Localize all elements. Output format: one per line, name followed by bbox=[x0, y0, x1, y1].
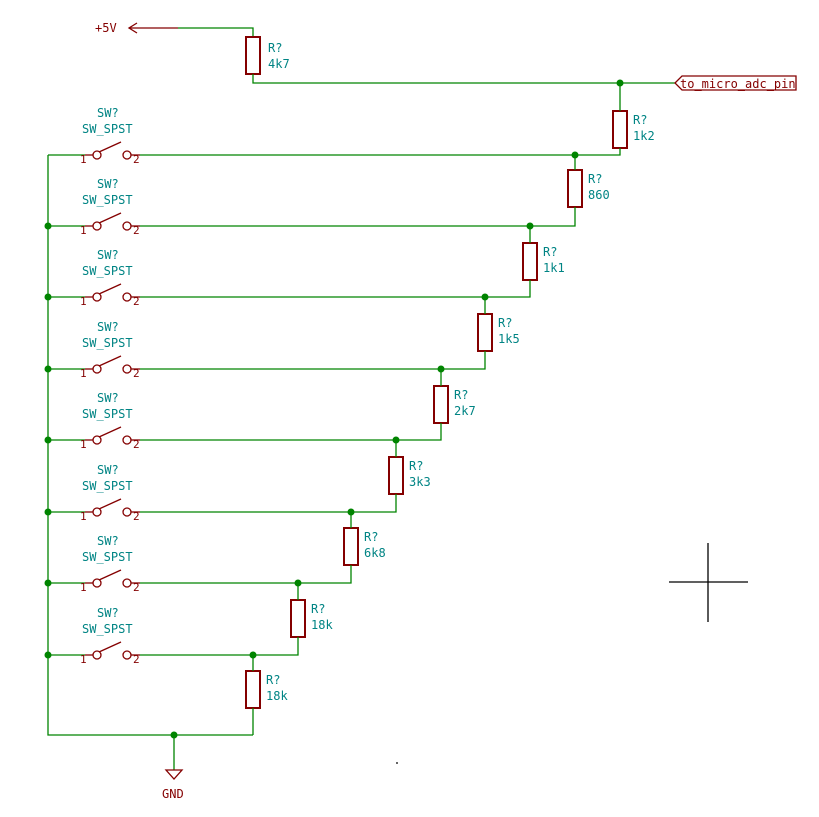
ladder-resistor-ref: R? bbox=[454, 388, 468, 402]
ladder-resistor[interactable]: R? 18k bbox=[290, 599, 333, 638]
switch-pin1: 1 bbox=[80, 510, 87, 523]
net-label-adc[interactable]: to_micro_adc_pin bbox=[674, 75, 797, 91]
switch-value: SW_SPST bbox=[82, 407, 133, 421]
switch-spst[interactable]: 1 2 SW? SW_SPST bbox=[80, 391, 140, 451]
gnd-label: GND bbox=[162, 787, 184, 801]
switch-ref: SW? bbox=[97, 248, 119, 262]
switch-pin1: 1 bbox=[80, 153, 87, 166]
switch-spst[interactable]: 1 2 SW? SW_SPST bbox=[80, 248, 140, 308]
ladder-resistor[interactable]: R? 1k2 bbox=[612, 110, 655, 149]
switch-ref: SW? bbox=[97, 606, 119, 620]
vcc-power-symbol[interactable]: +5V bbox=[95, 21, 178, 35]
switch-pin2: 2 bbox=[133, 295, 140, 308]
ladder-resistor[interactable]: R? 18k bbox=[245, 670, 288, 709]
stray-dot bbox=[396, 762, 398, 764]
ladder-resistor-ref: R? bbox=[409, 459, 423, 473]
ladder-resistor-ref: R? bbox=[543, 245, 557, 259]
switch-pin1: 1 bbox=[80, 438, 87, 451]
gnd-power-symbol[interactable]: GND bbox=[162, 769, 184, 801]
switch-value: SW_SPST bbox=[82, 622, 133, 636]
switch-value: SW_SPST bbox=[82, 264, 133, 278]
ladder-resistor-value: 18k bbox=[311, 618, 333, 632]
ladder-resistor-ref: R? bbox=[266, 673, 280, 687]
switch-spst[interactable]: 1 2 SW? SW_SPST bbox=[80, 534, 140, 594]
ladder-resistor[interactable]: R? 860 bbox=[567, 169, 610, 208]
switch-pin2: 2 bbox=[133, 367, 140, 380]
ladder-resistor-value: 1k5 bbox=[498, 332, 520, 346]
ladder-resistor-value: 18k bbox=[266, 689, 288, 703]
switch-value: SW_SPST bbox=[82, 193, 133, 207]
switch-pin2: 2 bbox=[133, 224, 140, 237]
ladder-resistor[interactable]: R? 3k3 bbox=[388, 456, 431, 495]
switch-pin1: 1 bbox=[80, 295, 87, 308]
switch-pin2: 2 bbox=[133, 653, 140, 666]
ladder-resistor[interactable]: R? 1k5 bbox=[477, 313, 520, 352]
switch-pin1: 1 bbox=[80, 581, 87, 594]
vcc-label: +5V bbox=[95, 21, 117, 35]
ladder-resistor-value: 1k1 bbox=[543, 261, 565, 275]
switch-spst[interactable]: 1 2 SW? SW_SPST bbox=[80, 106, 140, 166]
ladder-resistor-value: 860 bbox=[588, 188, 610, 202]
switch-ref: SW? bbox=[97, 391, 119, 405]
switch-value: SW_SPST bbox=[82, 550, 133, 564]
switch-ref: SW? bbox=[97, 320, 119, 334]
switch-pin2: 2 bbox=[133, 581, 140, 594]
switch-value: SW_SPST bbox=[82, 336, 133, 350]
switch-spst[interactable]: 1 2 SW? SW_SPST bbox=[80, 320, 140, 380]
ladder-resistor-value: 6k8 bbox=[364, 546, 386, 560]
switch-pin1: 1 bbox=[80, 653, 87, 666]
switch-value: SW_SPST bbox=[82, 122, 133, 136]
ladder-resistor-value: 2k7 bbox=[454, 404, 476, 418]
switch-pin1: 1 bbox=[80, 367, 87, 380]
switch-ref: SW? bbox=[97, 177, 119, 191]
ladder-resistor-value: 3k3 bbox=[409, 475, 431, 489]
ladder-resistor-ref: R? bbox=[588, 172, 602, 186]
switch-pin2: 2 bbox=[133, 510, 140, 523]
ladder-resistor-ref: R? bbox=[364, 530, 378, 544]
switch-spst[interactable]: 1 2 SW? SW_SPST bbox=[80, 177, 140, 237]
resistor-top-value: 4k7 bbox=[268, 57, 290, 71]
switch-ref: SW? bbox=[97, 106, 119, 120]
switch-ref: SW? bbox=[97, 463, 119, 477]
ladder-resistor-ref: R? bbox=[498, 316, 512, 330]
switch-spst[interactable]: 1 2 SW? SW_SPST bbox=[80, 606, 140, 666]
resistor-top-ref: R? bbox=[268, 41, 282, 55]
switch-ref: SW? bbox=[97, 534, 119, 548]
switch-pin2: 2 bbox=[133, 153, 140, 166]
resistor-top[interactable]: R? 4k7 bbox=[245, 36, 290, 75]
ladder-resistor-ref: R? bbox=[311, 602, 325, 616]
cursor-crosshair-icon bbox=[669, 543, 748, 622]
switch-pin1: 1 bbox=[80, 224, 87, 237]
ladder-resistor-value: 1k2 bbox=[633, 129, 655, 143]
switch-value: SW_SPST bbox=[82, 479, 133, 493]
ladder-resistor-ref: R? bbox=[633, 113, 647, 127]
net-label-text: to_micro_adc_pin bbox=[680, 77, 796, 91]
ladder-resistor[interactable]: R? 1k1 bbox=[522, 242, 565, 281]
ladder-resistor[interactable]: R? 6k8 bbox=[343, 527, 386, 566]
resistor-ladder: R?1k2R?860R?1k1R?1k5R?2k7R?3k3R?6k8R?18k… bbox=[44, 83, 655, 735]
ladder-resistor[interactable]: R? 2k7 bbox=[433, 385, 476, 424]
switch-pin2: 2 bbox=[133, 438, 140, 451]
switch-spst[interactable]: 1 2 SW? SW_SPST bbox=[80, 463, 140, 523]
